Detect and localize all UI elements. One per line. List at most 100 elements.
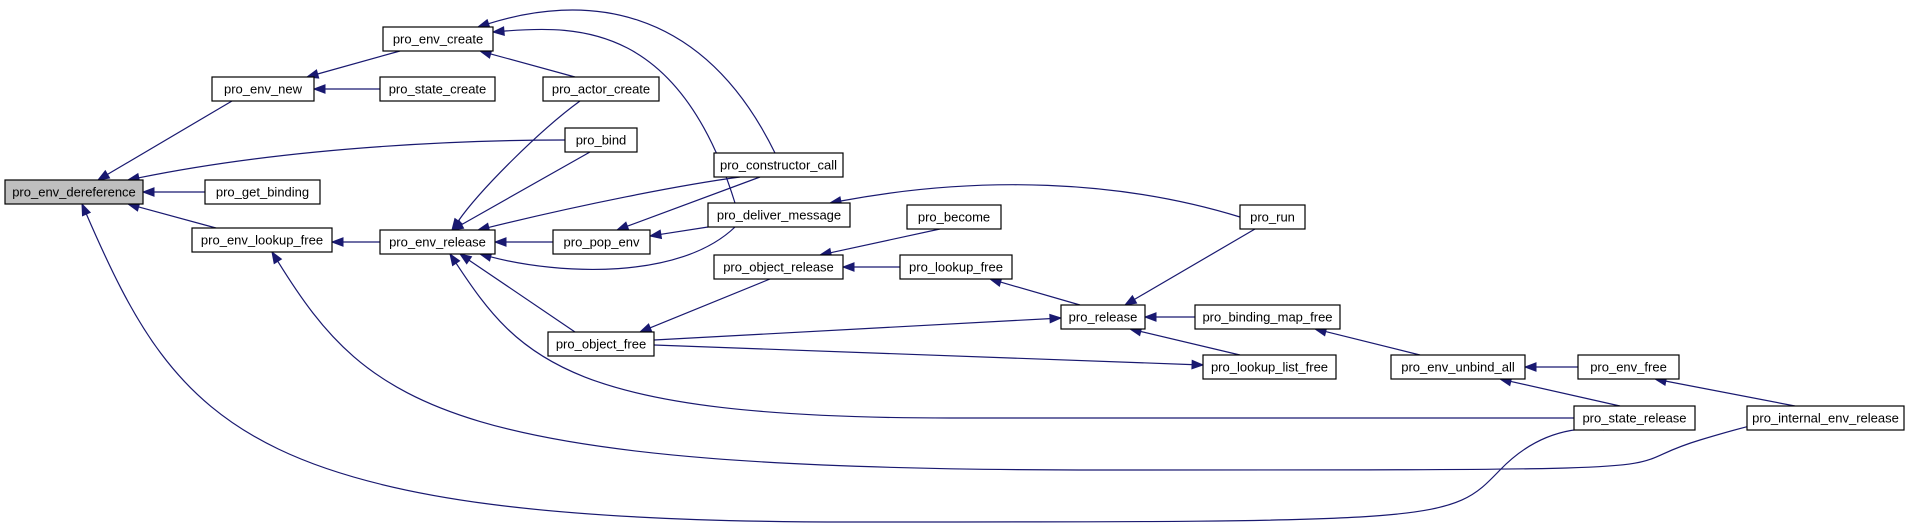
node-pro-env-free[interactable]: pro_env_free — [1577, 354, 1680, 380]
edge-pro_lookup_free-to-pro_object_release — [841, 262, 900, 272]
node-pro-object-free[interactable]: pro_object_free — [547, 331, 655, 357]
edge-pro_internal_env_release-to-pro_env_lookup_free — [271, 250, 1768, 471]
edge-pro_become-to-pro_object_release — [818, 228, 941, 258]
arrowhead-icon — [96, 169, 111, 181]
edge-pro_pop_env-to-pro_env_release — [493, 237, 553, 247]
node-label: pro_constructor_call — [720, 158, 837, 173]
node-pro-constructor-call[interactable]: pro_constructor_call — [713, 152, 844, 178]
edge-pro_release-to-pro_lookup_free — [988, 277, 1081, 306]
node-label: pro_env_dereference — [12, 185, 136, 200]
node-label: pro_binding_map_free — [1202, 310, 1332, 325]
edge-pro_bind-to-pro_env_dereference — [126, 139, 566, 183]
call-graph-nodes: pro_env_dereference pro_env_new pro_get_bi… — [4, 26, 1905, 431]
node-pro-object-release[interactable]: pro_object_release — [713, 254, 844, 280]
arrowhead-icon — [493, 237, 507, 247]
arrowhead-icon — [1123, 294, 1138, 306]
node-pro-binding-map-free[interactable]: pro_binding_map_free — [1194, 304, 1341, 330]
edge-pro_deliver_message-to-pro_pop_env — [648, 226, 709, 240]
node-pro-get-binding[interactable]: pro_get_binding — [204, 179, 321, 205]
arrowhead-icon — [841, 262, 855, 272]
node-pro-env-lookup-free[interactable]: pro_env_lookup_free — [191, 227, 333, 253]
edge-pro_constructor_call-to-pro_env_release — [476, 176, 741, 233]
node-label: pro_env_create — [393, 32, 483, 47]
edge-pro_env_unbind_all-to-pro_binding_map_free — [1313, 327, 1421, 356]
node-label: pro_lookup_list_free — [1211, 360, 1328, 375]
node-label: pro_get_binding — [216, 185, 309, 200]
edge-pro_object_free-to-pro_env_release — [458, 253, 576, 333]
node-label: pro_env_new — [224, 82, 303, 97]
node-label: pro_internal_env_release — [1752, 411, 1899, 426]
node-pro-state-create[interactable]: pro_state_create — [379, 76, 496, 102]
edge-pro_bind-to-pro_env_release — [450, 151, 591, 231]
node-pro-lookup-free[interactable]: pro_lookup_free — [899, 254, 1013, 280]
arrowhead-icon — [1143, 312, 1157, 322]
arrowhead-icon — [491, 26, 505, 36]
edge-pro_actor_create-to-pro_env_create — [478, 49, 576, 78]
arrowhead-icon — [81, 202, 92, 217]
arrowhead-icon — [330, 237, 344, 247]
node-pro-env-new[interactable]: pro_env_new — [211, 76, 315, 102]
edge-pro_constructor_call-to-pro_env_create — [476, 9, 776, 154]
node-pro-release[interactable]: pro_release — [1060, 304, 1146, 330]
node-label: pro_env_lookup_free — [201, 233, 323, 248]
arrowhead-icon — [615, 221, 630, 231]
node-pro-env-dereference[interactable]: pro_env_dereference — [4, 179, 144, 205]
node-pro-state-release[interactable]: pro_state_release — [1573, 405, 1696, 431]
node-label: pro_state_release — [1582, 411, 1686, 426]
node-pro-env-create[interactable]: pro_env_create — [382, 26, 494, 52]
arrowhead-icon — [449, 252, 461, 267]
edge-pro_state_release-to-pro_env_dereference — [81, 202, 1605, 523]
arrowhead-icon — [271, 250, 283, 265]
edge-pro_internal_env_release-to-pro_env_free — [1653, 376, 1796, 407]
node-label: pro_env_free — [1590, 360, 1667, 375]
node-label: pro_release — [1069, 310, 1138, 325]
node-label: pro_env_unbind_all — [1401, 360, 1515, 375]
node-label: pro_object_free — [556, 337, 646, 352]
arrowhead-icon — [648, 229, 663, 240]
node-pro-run[interactable]: pro_run — [1239, 204, 1306, 230]
node-label: pro_run — [1250, 210, 1295, 225]
edge-pro_run-to-pro_release — [1123, 228, 1256, 306]
edge-pro_binding_map_free-to-pro_release — [1143, 312, 1195, 322]
node-label: pro_lookup_free — [909, 260, 1003, 275]
edge-pro_env_release-to-pro_env_lookup_free — [330, 237, 380, 247]
node-label: pro_become — [918, 210, 990, 225]
edge-pro_state_create-to-pro_env_new — [312, 84, 380, 94]
edge-pro_env_free-to-pro_env_unbind_all — [1523, 362, 1578, 372]
edge-pro_state_release-to-pro_env_unbind_all — [1498, 376, 1621, 407]
edge-pro_get_binding-to-pro_env_dereference — [141, 187, 205, 197]
node-label: pro_actor_create — [552, 82, 650, 97]
edge-pro_constructor_call-to-pro_pop_env — [615, 176, 761, 231]
edge-pro_env_new-to-pro_env_dereference — [96, 100, 233, 181]
edge-pro_lookup_list_free-to-pro_object_free — [653, 344, 1205, 370]
node-pro-become[interactable]: pro_become — [906, 204, 1002, 230]
node-pro-bind[interactable]: pro_bind — [564, 127, 638, 153]
edge-pro_release-to-pro_object_free — [653, 313, 1063, 341]
node-pro-env-unbind-all[interactable]: pro_env_unbind_all — [1390, 354, 1526, 380]
node-pro-env-release[interactable]: pro_env_release — [379, 229, 496, 255]
node-pro-deliver-message[interactable]: pro_deliver_message — [707, 202, 851, 228]
arrowhead-icon — [1523, 362, 1537, 372]
arrowhead-icon — [638, 323, 653, 333]
arrowhead-icon — [312, 84, 326, 94]
edge-pro_run-to-pro_deliver_message — [828, 184, 1241, 218]
node-pro-actor-create[interactable]: pro_actor_create — [542, 76, 660, 102]
node-label: pro_object_release — [723, 260, 834, 275]
arrowhead-icon — [450, 220, 465, 231]
node-pro-internal-env-release[interactable]: pro_internal_env_release — [1746, 405, 1905, 431]
node-label: pro_bind — [576, 133, 627, 148]
node-label: pro_state_create — [389, 82, 487, 97]
edge-pro_env_lookup_free-to-pro_env_dereference — [126, 202, 217, 229]
node-pro-lookup-list-free[interactable]: pro_lookup_list_free — [1202, 354, 1337, 380]
arrowhead-icon — [141, 187, 155, 197]
edge-pro_object_release-to-pro_object_free — [638, 278, 771, 333]
arrowhead-icon — [1049, 313, 1063, 324]
node-label: pro_deliver_message — [717, 208, 841, 223]
edge-pro_state_release-to-pro_env_release — [449, 252, 1577, 419]
node-pro-pop-env[interactable]: pro_pop_env — [552, 229, 651, 255]
call-graph-edges — [81, 9, 1796, 523]
edge-pro_env_create-to-pro_env_new — [305, 50, 401, 79]
arrowhead-icon — [1191, 359, 1205, 370]
edge-pro_lookup_list_free-to-pro_release — [1128, 326, 1241, 356]
